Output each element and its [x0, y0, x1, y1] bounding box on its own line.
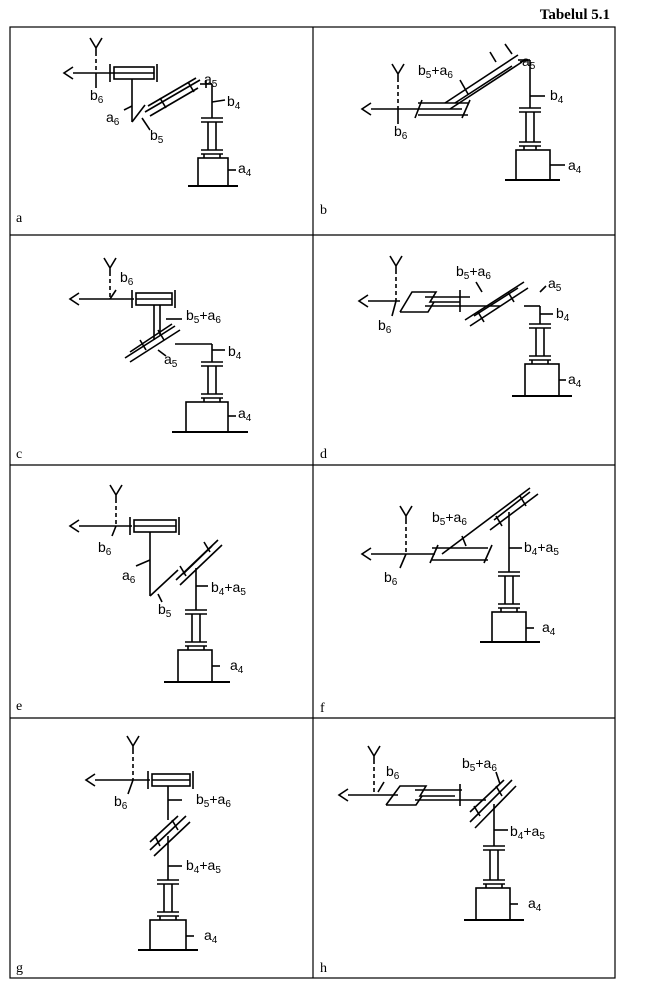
label-b4: b4	[556, 305, 570, 324]
label-b4-a5: b4+a5	[186, 857, 221, 876]
label-a4: a4	[204, 927, 218, 946]
label-b6: b6	[90, 87, 104, 106]
cell-tag-d: d	[320, 447, 327, 462]
diagram-d	[357, 255, 572, 397]
label-b6: b6	[386, 763, 400, 782]
label-a4: a4	[238, 160, 252, 179]
cell-tag-h: h	[320, 961, 327, 976]
label-b6: b6	[384, 569, 398, 588]
label-b5-a6: b5+a6	[456, 263, 491, 282]
label-a5: a5	[164, 351, 178, 370]
cell-tag-f: f	[320, 701, 325, 716]
cell-tag-e: e	[16, 699, 22, 714]
label-b6: b6	[378, 317, 392, 336]
label-b4-a5: b4+a5	[524, 539, 559, 558]
diagram-e	[68, 484, 230, 683]
cell-tag-g: g	[16, 961, 23, 976]
cell-tag-b: b	[320, 203, 327, 218]
label-b4-a5: b4+a5	[510, 823, 545, 842]
label-b4-a5: b4+a5	[211, 579, 246, 598]
label-b6: b6	[394, 123, 408, 142]
labels: b6 a6 b5 a5 b4 a4 a b5+a6 a5 b4 a4 b6 b …	[16, 53, 582, 976]
label-a4: a4	[542, 619, 556, 638]
label-b6: b6	[120, 269, 134, 288]
label-b4: b4	[550, 87, 564, 106]
label-b5-a6: b5+a6	[418, 62, 453, 81]
table-grid	[9, 26, 616, 979]
label-b4: b4	[228, 343, 242, 362]
table-title: Tabelul 5.1	[539, 7, 610, 23]
cell-tag-a: a	[16, 211, 23, 226]
label-b6: b6	[98, 539, 112, 558]
cell-tag-c: c	[16, 447, 22, 462]
diagram-a	[62, 37, 238, 187]
label-b5-a6: b5+a6	[196, 791, 231, 810]
label-a6: a6	[106, 109, 120, 128]
label-a6: a6	[122, 567, 136, 586]
diagram-h	[337, 745, 524, 921]
label-a5: a5	[522, 53, 536, 72]
label-b5-a6: b5+a6	[462, 755, 497, 774]
diagram-b	[360, 43, 565, 181]
label-a4: a4	[568, 371, 582, 390]
label-b5: b5	[150, 127, 164, 146]
label-a4: a4	[230, 657, 244, 676]
label-b5: b5	[158, 601, 172, 620]
label-b5-a6: b5+a6	[432, 509, 467, 528]
label-a5: a5	[548, 275, 562, 294]
diagram-g	[84, 735, 198, 951]
diagram-c	[68, 257, 248, 433]
gripper-symbol	[62, 66, 74, 80]
label-a4: a4	[238, 405, 252, 424]
label-b5-a6: b5+a6	[186, 307, 221, 326]
label-a5: a5	[204, 71, 218, 90]
label-a4: a4	[528, 895, 542, 914]
label-b6: b6	[114, 793, 128, 812]
diagram-f	[360, 487, 540, 643]
label-a4: a4	[568, 157, 582, 176]
label-b4: b4	[227, 93, 241, 112]
